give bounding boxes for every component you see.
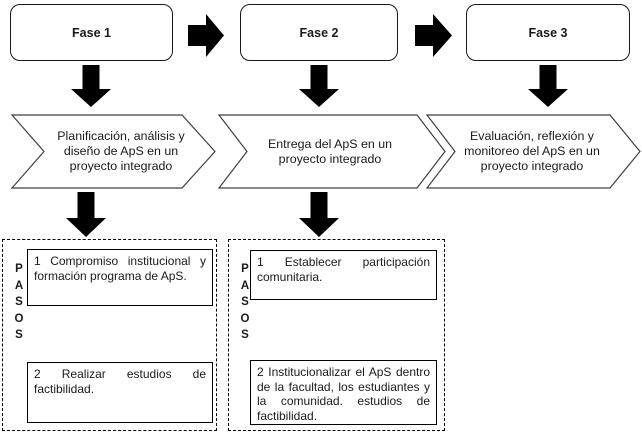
pasos-letter: A [14, 279, 24, 292]
pasos-letter: A [240, 279, 250, 292]
chevron-label-1: Planificación, análisis y diseño de ApS … [42, 115, 200, 188]
pasos-letter: S [15, 329, 23, 341]
phase-box-2: Fase 2 [240, 4, 398, 61]
step-text-2-2: 2 Institucionalizar el ApS dentro de la … [257, 365, 430, 423]
arrow-down-icon-fase3 [528, 65, 568, 107]
process-chevron-2 [217, 114, 446, 189]
step-box-1-2: 2 Realizar estudios de factibilidad. [27, 362, 213, 423]
chevron-label-3: Evaluación, reflexión y monitoreo del Ap… [448, 115, 616, 188]
phase-label-1: Fase 1 [72, 25, 111, 40]
phase-box-3: Fase 3 [466, 4, 630, 61]
chevron-text-1: Planificación, análisis y diseño de ApS … [57, 129, 185, 173]
step-box-1-1: 1 Compromiso institucional y formación p… [27, 249, 213, 306]
arrow-right-icon-2 [415, 14, 452, 57]
chevron-label-2: Entrega del ApS en un proyecto integrado [250, 115, 410, 188]
phase-label-2: Fase 2 [299, 25, 339, 40]
arrow-down-icon-panel2 [299, 192, 339, 237]
pasos-letter: S [241, 329, 249, 341]
pasos-letter: O [240, 312, 250, 325]
arrow-down-icon-panel1 [66, 192, 106, 237]
pasos-letter: S [241, 296, 249, 308]
step-text-1-2: 2 Realizar estudios de factibilidad. [34, 367, 206, 396]
step-text-1-1: 1 Compromiso institucional y formación p… [34, 254, 206, 283]
pasos-letter: S [15, 296, 23, 308]
pasos-letter: P [241, 263, 249, 275]
pasos-label-1: P A S O S [11, 261, 27, 344]
pasos-label-2: P A S O S [237, 261, 253, 344]
process-chevron-1 [10, 114, 216, 189]
arrow-right-icon-1 [188, 14, 224, 57]
step-box-2-2: 2 Institucionalizar el ApS dentro de la … [250, 360, 437, 425]
pasos-letter: P [15, 263, 23, 275]
arrow-down-icon-fase2 [299, 65, 339, 107]
step-box-2-1: 1 Establecer participación comunitaria. [250, 250, 437, 300]
process-chevron-3 [425, 114, 641, 189]
chevron-text-2: Entrega del ApS en un proyecto integrado [267, 136, 392, 166]
step-text-2-1: 1 Establecer participación comunitaria. [257, 255, 430, 284]
phase-label-3: Fase 3 [528, 25, 568, 40]
phase-box-1: Fase 1 [10, 4, 173, 61]
pasos-letter: O [14, 312, 24, 325]
arrow-down-icon-fase1 [71, 65, 111, 107]
chevron-text-3: Evaluación, reflexión y monitoreo del Ap… [464, 129, 600, 173]
